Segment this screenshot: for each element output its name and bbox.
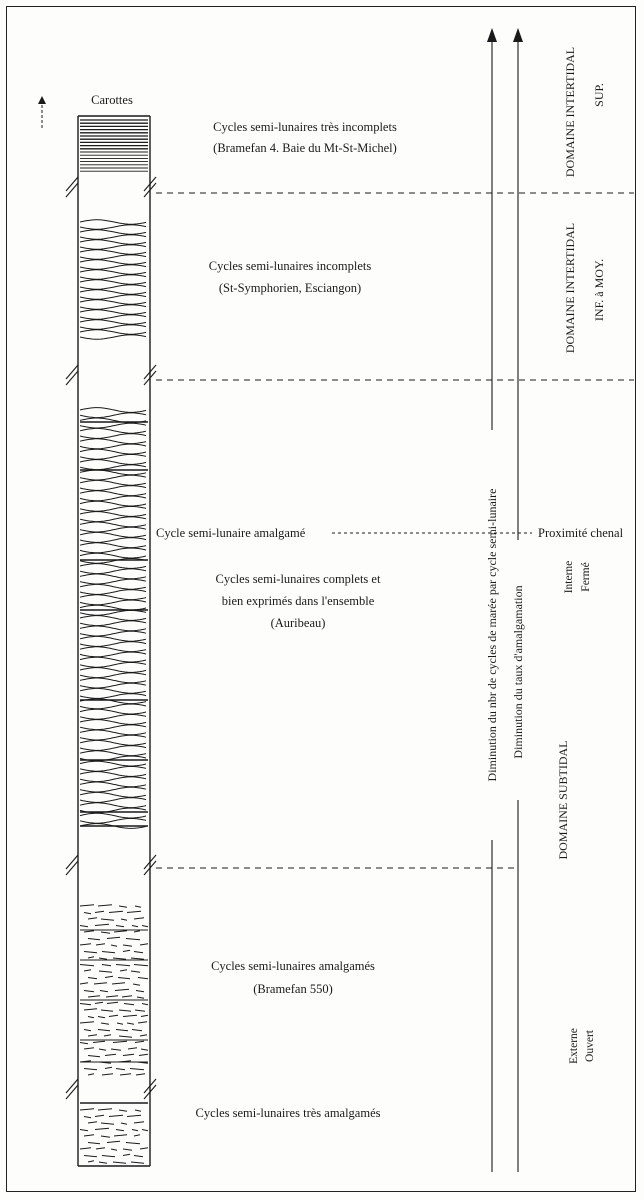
core-column <box>77 115 151 1167</box>
small-up-arrow <box>38 96 46 128</box>
domain-proximite: Proximité chenal <box>538 526 624 540</box>
domain-interne-line-1: Interne <box>563 561 575 594</box>
desc-amalgame: Cycle semi-lunaire amalgamé <box>156 526 306 540</box>
description-labels: Cycles semi-lunaires très incomplets (Br… <box>156 120 397 1120</box>
desc-3-line-1: Cycles semi-lunaires complets et <box>216 572 381 586</box>
desc-4-line-2: (Bramefan 550) <box>253 982 332 996</box>
core-laminations <box>79 119 149 1164</box>
domain-interne-line-2: Fermé <box>580 562 592 591</box>
domain-inf-line-1: DOMAINE INTERTIDAL <box>563 223 577 353</box>
trend-arrows <box>487 28 523 1172</box>
figure-frame <box>6 6 636 1192</box>
trend-arrow-2-label: Diminution du taux d'amalgamation <box>511 585 525 758</box>
domain-externe-line-1: Externe <box>568 1028 580 1064</box>
desc-2-line-1: Cycles semi-lunaires incomplets <box>209 259 372 273</box>
core-column-header: Carottes <box>91 93 133 107</box>
desc-3-line-2: bien exprimés dans l'ensemble <box>222 594 375 608</box>
desc-2-line-2: (St-Symphorien, Esciangon) <box>219 281 361 295</box>
domain-sup-line-2: SUP. <box>592 83 606 107</box>
desc-5-line-1: Cycles semi-lunaires très amalgamés <box>195 1106 380 1120</box>
domain-externe-line-2: Ouvert <box>584 1029 596 1062</box>
desc-1-line-1: Cycles semi-lunaires très incomplets <box>213 120 397 134</box>
trend-arrow-2-head <box>513 28 523 42</box>
domain-subtidal: DOMAINE SUBTIDAL <box>556 741 570 860</box>
trend-arrow-1-head <box>487 28 497 42</box>
desc-1-line-2: (Bramefan 4. Baie du Mt-St-Michel) <box>213 141 397 155</box>
domain-inf-line-2: INF. à MOY. <box>592 259 606 321</box>
domain-labels: DOMAINE INTERTIDAL SUP. DOMAINE INTERTID… <box>538 47 624 1064</box>
boundary-lines <box>156 192 634 869</box>
core-break-marks <box>65 176 157 1100</box>
desc-4-line-1: Cycles semi-lunaires amalgamés <box>211 959 375 973</box>
domain-sup-line-1: DOMAINE INTERTIDAL <box>563 47 577 177</box>
trend-arrow-1-label: Diminution du nbr de cycles de marée par… <box>485 489 499 782</box>
desc-3-line-3: (Auribeau) <box>271 616 326 630</box>
